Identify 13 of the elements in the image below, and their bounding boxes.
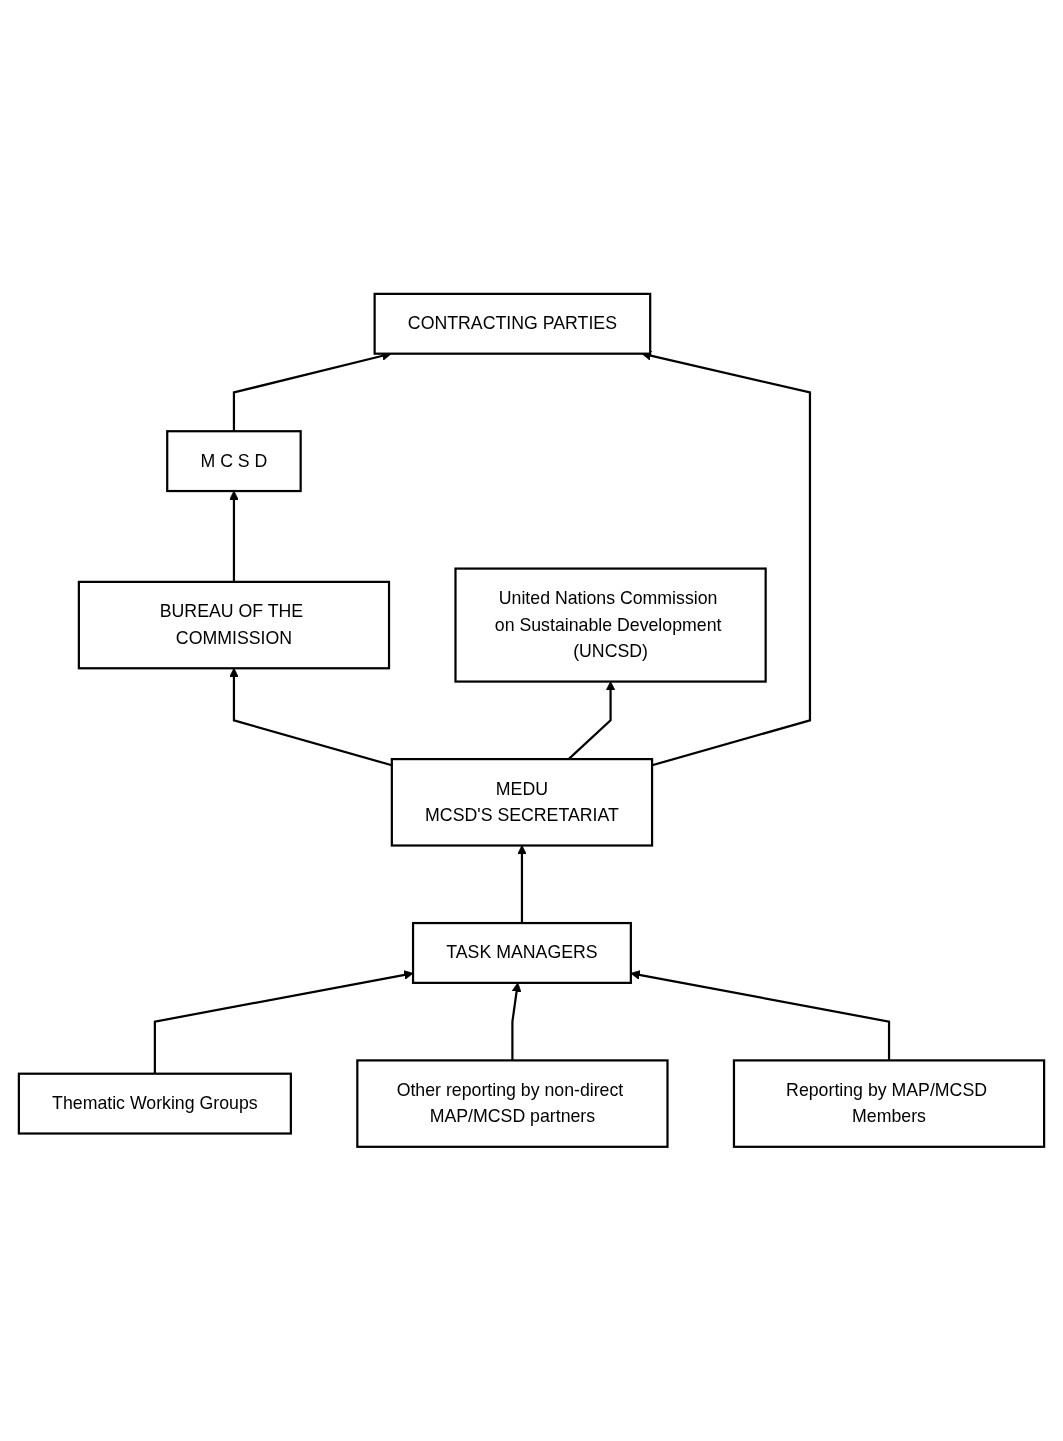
arrow <box>641 351 812 767</box>
node-box: Reporting by MAP/MCSD Members <box>732 1059 1046 1149</box>
arrow <box>153 970 414 1074</box>
node-box: CONTRACTING PARTIES <box>373 292 652 355</box>
arrow <box>517 845 527 924</box>
node-box: M C S D <box>166 430 302 493</box>
node-box: Thematic Working Groups <box>17 1072 292 1135</box>
arrow <box>630 970 891 1061</box>
node-box: TASK MANAGERS <box>411 922 632 985</box>
node-box: MEDU MCSD'S SECRETARIAT <box>390 758 654 847</box>
node-box: United Nations Commission on Sustainable Development (UNCSD) <box>454 567 767 683</box>
node-box: BUREAU OF THE COMMISSION <box>77 580 391 670</box>
node-box: Other reporting by non-direct MAP/MCSD partners <box>356 1059 669 1149</box>
